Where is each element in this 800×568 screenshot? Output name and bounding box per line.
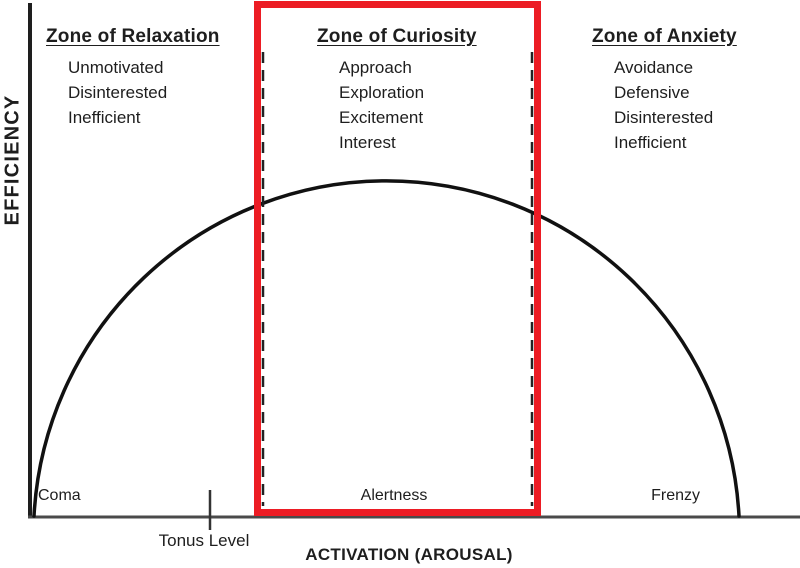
- zone-curiosity-item: Interest: [339, 133, 396, 152]
- efficiency-curve: [32, 179, 741, 518]
- zone-curiosity-title: Zone of Curiosity: [317, 26, 477, 47]
- zone-relaxation-item: Inefficient: [68, 108, 141, 127]
- zone-anxiety-item: Defensive: [614, 83, 690, 102]
- marker-alertness: Alertness: [360, 487, 428, 504]
- x-axis-label: ACTIVATION (AROUSAL): [305, 545, 513, 564]
- marker-frenzy: Frenzy: [651, 487, 700, 504]
- zone-curiosity: Zone of Curiosity Approach Exploration E…: [317, 26, 477, 155]
- zone-curiosity-item: Exploration: [339, 83, 425, 102]
- zone-anxiety-title: Zone of Anxiety: [592, 26, 737, 47]
- zone-relaxation-title: Zone of Relaxation: [46, 26, 220, 47]
- y-axis-label: EFFICIENCY: [1, 94, 24, 226]
- zone-anxiety-item: Inefficient: [614, 133, 687, 152]
- zone-relaxation: Zone of Relaxation Unmotivated Disintere…: [46, 26, 220, 130]
- zone-anxiety: Zone of Anxiety Avoidance Defensive Disi…: [592, 26, 737, 155]
- marker-coma: Coma: [38, 487, 81, 504]
- zone-relaxation-item: Disinterested: [68, 83, 168, 102]
- zone-anxiety-item: Avoidance: [614, 58, 694, 77]
- zone-curiosity-item: Excitement: [339, 108, 424, 127]
- zone-anxiety-item: Disinterested: [614, 108, 714, 127]
- marker-tonus-level: Tonus Level: [158, 531, 250, 550]
- zone-relaxation-item: Unmotivated: [68, 58, 164, 77]
- zone-curiosity-item: Approach: [339, 58, 412, 77]
